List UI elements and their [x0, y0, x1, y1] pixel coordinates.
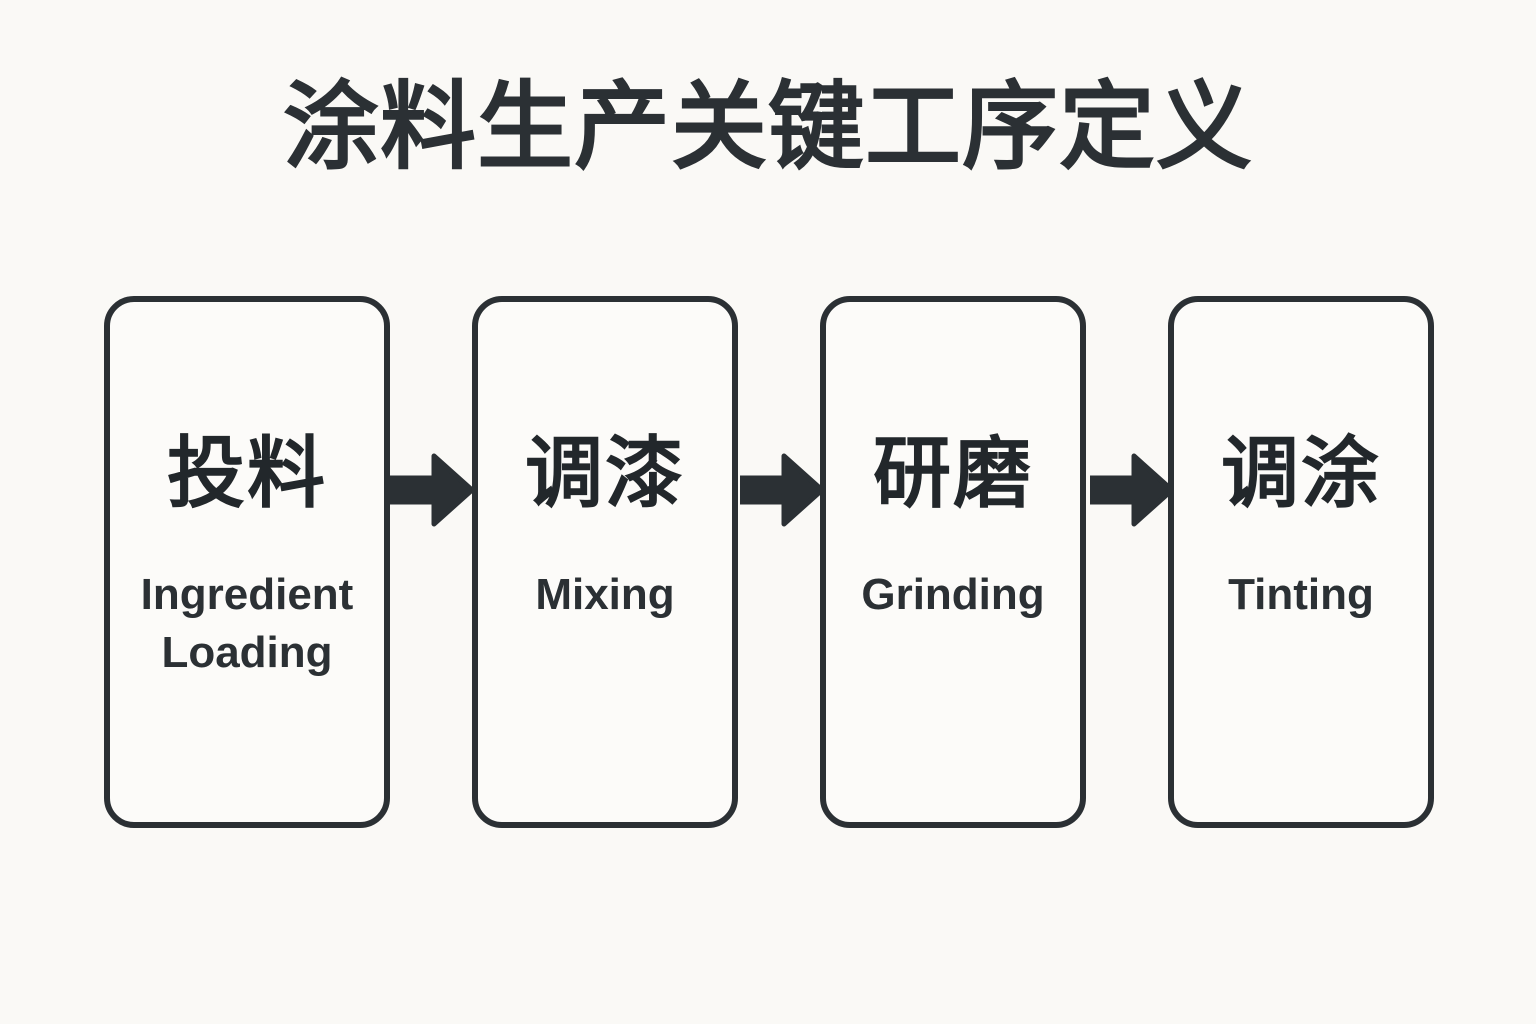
- stage-1-label-en: Ingredient Loading: [140, 570, 354, 677]
- page-title: 涂料生产关键工序定义: [283, 74, 1253, 181]
- stage-4-label-en: Tinting: [1228, 570, 1374, 619]
- arrow-right-icon: [740, 444, 824, 536]
- stage-box-1[interactable]: 投料 Ingredient Loading: [104, 296, 390, 828]
- connector-2: [740, 444, 824, 536]
- connector-3: [1090, 444, 1174, 536]
- stage-3-label-en: Grinding: [861, 570, 1045, 619]
- stage-box-4[interactable]: 调涂 Tinting: [1168, 296, 1434, 828]
- stage-3-label-cn: 研磨: [872, 429, 1033, 517]
- process-flow: 投料 Ingredient Loading 调漆 Mixing 研磨 Grind…: [104, 296, 1434, 828]
- stage-2-label-cn: 调漆: [524, 429, 685, 517]
- connector-1: [390, 444, 474, 536]
- stage-2-label-en: Mixing: [535, 570, 675, 619]
- stage-box-3[interactable]: 研磨 Grinding: [820, 296, 1086, 828]
- arrow-right-icon: [390, 444, 474, 536]
- arrow-right-icon: [1090, 444, 1174, 536]
- stage-4-label-cn: 调涂: [1220, 429, 1381, 517]
- stage-1-label-cn: 投料: [166, 429, 327, 517]
- stage-box-2[interactable]: 调漆 Mixing: [472, 296, 738, 828]
